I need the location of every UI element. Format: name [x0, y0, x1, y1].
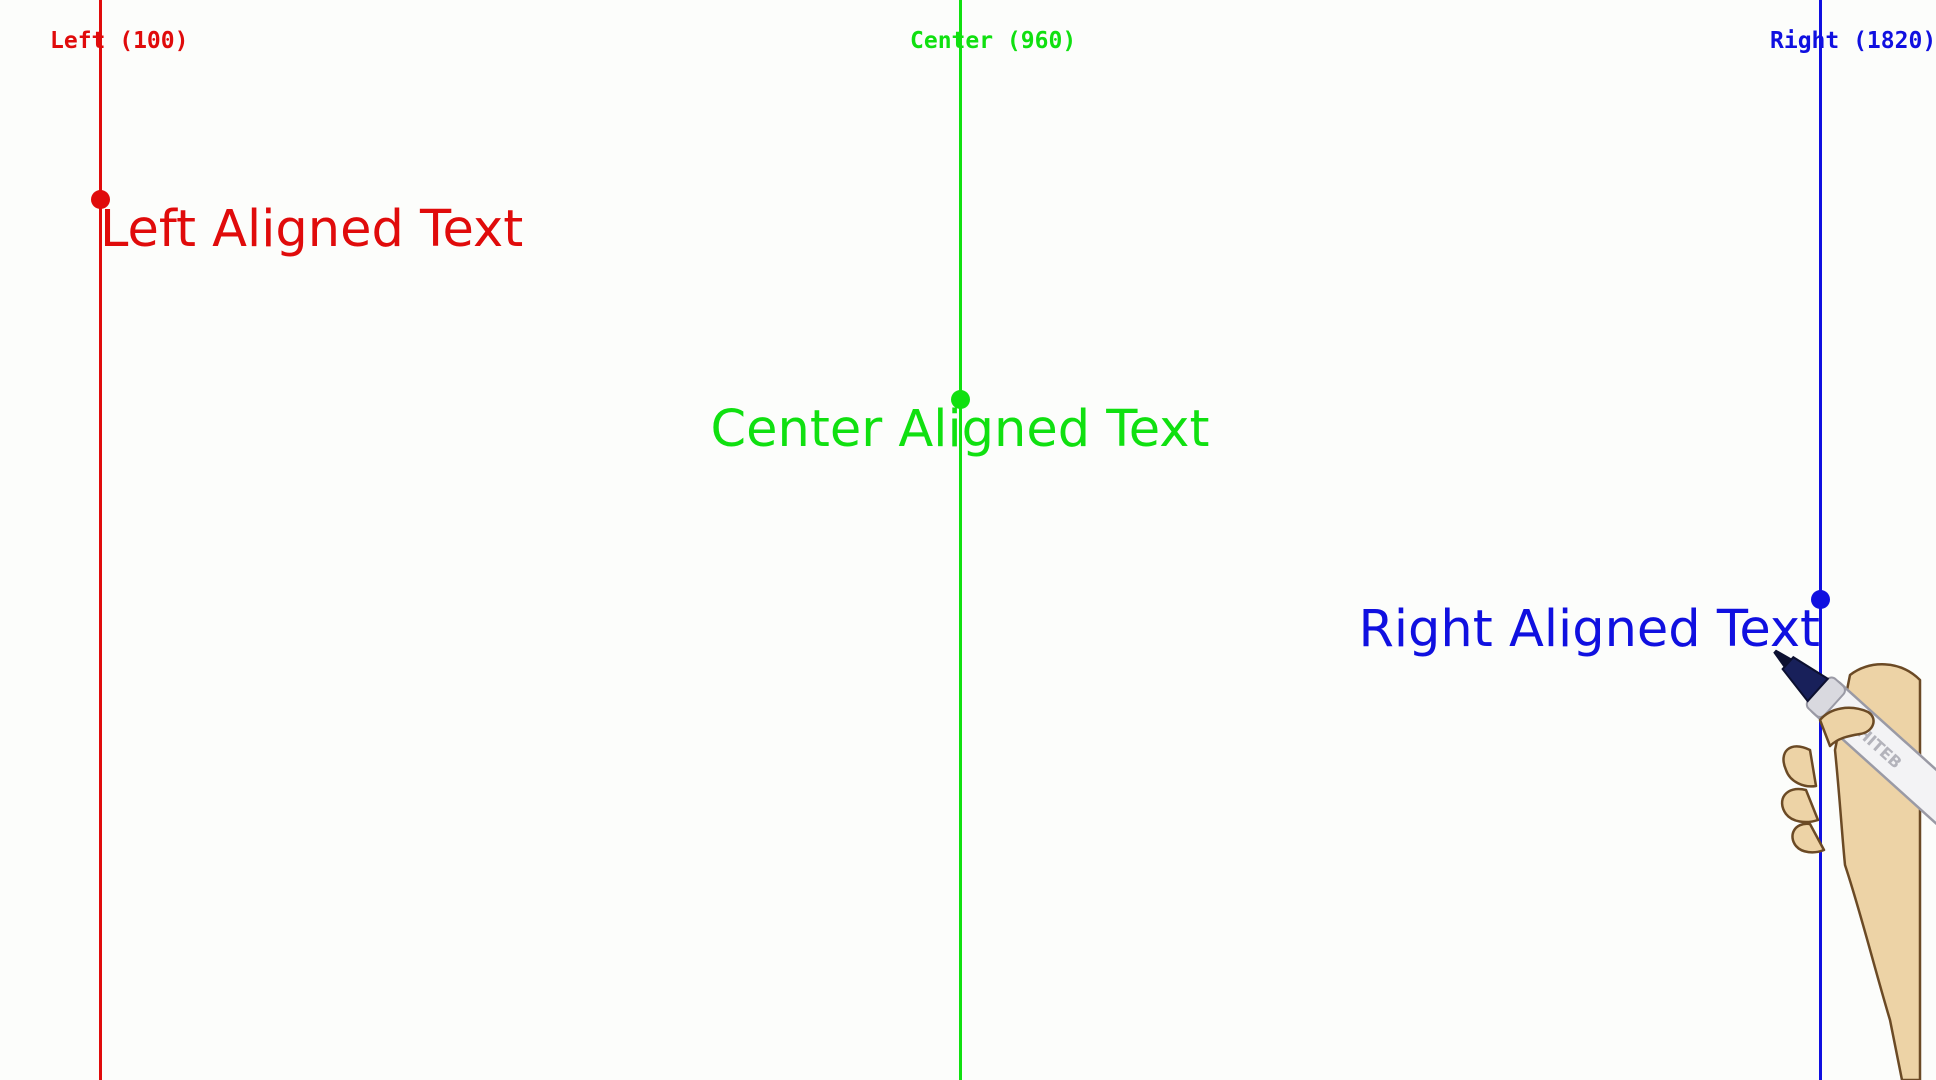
left-aligned-text: Left Aligned Text	[100, 200, 524, 259]
right-anchor-dot	[1811, 590, 1830, 609]
center-guide-line	[959, 0, 962, 1080]
center-anchor-dot	[951, 390, 970, 409]
right-guide-label: Right (1820)	[1770, 28, 1936, 54]
right-aligned-text: Right Aligned Text	[1358, 600, 1820, 659]
right-guide-line	[1819, 0, 1822, 1080]
center-guide-label: Center (960)	[910, 28, 1077, 54]
center-aligned-text: Center Aligned Text	[710, 400, 1210, 459]
left-guide-line	[99, 0, 102, 1080]
left-anchor-dot	[91, 190, 110, 209]
left-guide-label: Left (100)	[50, 28, 189, 54]
hand-with-marker-icon: WHITEB	[1773, 649, 1936, 1080]
